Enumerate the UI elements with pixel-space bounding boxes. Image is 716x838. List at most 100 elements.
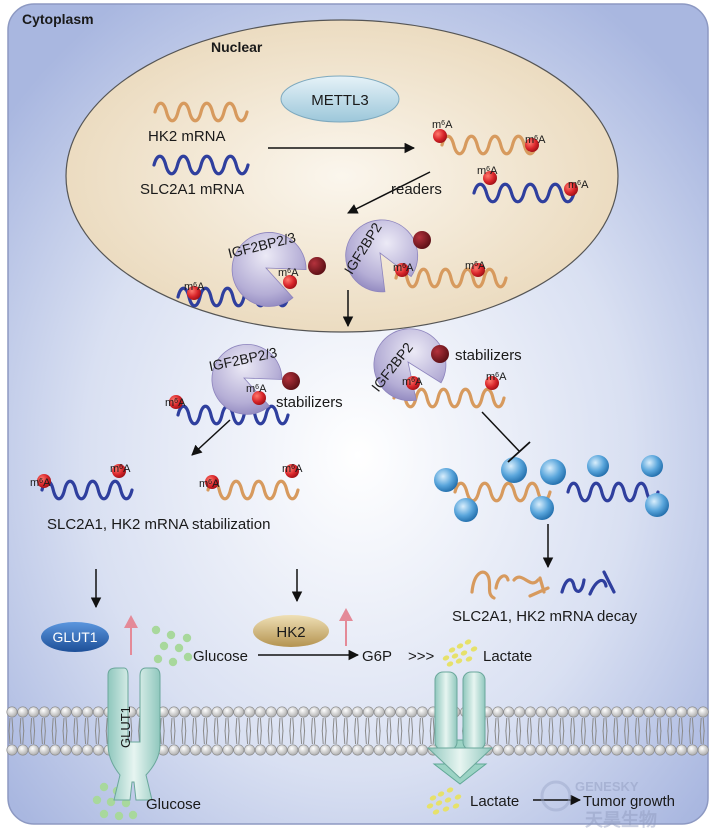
m6a-a: A bbox=[406, 262, 414, 274]
lipid-head bbox=[416, 706, 428, 718]
m6a-a: A bbox=[291, 267, 299, 279]
stabilizers-label-right: stabilizers bbox=[455, 347, 522, 364]
m6a-dot bbox=[485, 376, 499, 390]
lipid-head bbox=[492, 744, 504, 756]
m6a-sup: 6 bbox=[411, 377, 415, 384]
glucose-molecule bbox=[121, 798, 131, 808]
glucose-molecule bbox=[99, 809, 109, 819]
stabilization-label: SLC2A1, HK2 mRNA stabilization bbox=[47, 516, 270, 533]
watermark-cn: 天昊生物 bbox=[585, 809, 657, 830]
m6a-label: m6A bbox=[465, 260, 486, 272]
lipid-head bbox=[222, 744, 234, 756]
m6a-dot bbox=[283, 275, 297, 289]
decay-protein-ball bbox=[501, 457, 527, 483]
inhibition-line bbox=[481, 411, 521, 453]
lipid-head bbox=[190, 706, 202, 718]
inhibition-bar bbox=[507, 441, 531, 463]
hk2-protein bbox=[253, 615, 329, 647]
lipid-head bbox=[557, 744, 569, 756]
lipid-head bbox=[211, 744, 223, 756]
glucose-molecule bbox=[106, 797, 116, 807]
lipid-head bbox=[265, 744, 277, 756]
lipid-head bbox=[600, 706, 612, 718]
lactate-molecule bbox=[446, 787, 454, 793]
lipid-head bbox=[92, 706, 104, 718]
m6a-m: m bbox=[165, 397, 174, 409]
lipid-head bbox=[654, 744, 666, 756]
lipid-head bbox=[686, 706, 698, 718]
m6a-m: m bbox=[402, 376, 411, 388]
m6a-m: m bbox=[465, 260, 474, 272]
lipid-head bbox=[6, 706, 18, 718]
lipid-head bbox=[38, 706, 50, 718]
lipid-head bbox=[503, 744, 515, 756]
m6a-a: A bbox=[43, 477, 51, 489]
m6a-label: m6A bbox=[110, 463, 131, 475]
lipid-head bbox=[276, 744, 288, 756]
glucose-molecule bbox=[92, 795, 102, 805]
m6a-a: A bbox=[295, 463, 303, 475]
m6a-m: m bbox=[278, 267, 287, 279]
slc2a1-fragment bbox=[560, 570, 616, 596]
igf2bp23-reader-nucleus bbox=[231, 232, 307, 307]
stabilizer-dot bbox=[282, 372, 300, 390]
lipid-head bbox=[222, 706, 234, 718]
m6a-a: A bbox=[259, 383, 267, 395]
m6a-sup: 6 bbox=[208, 479, 212, 486]
lipid-head bbox=[71, 744, 83, 756]
lipid-head bbox=[416, 744, 428, 756]
lipid-head bbox=[60, 706, 72, 718]
m6a-dot bbox=[252, 391, 266, 405]
m6a-m: m bbox=[568, 179, 577, 191]
hk2-fragment bbox=[470, 570, 510, 600]
m6a-a: A bbox=[178, 397, 186, 409]
m6a-m: m bbox=[432, 119, 441, 131]
lipid-head bbox=[168, 706, 180, 718]
lactate-molecule bbox=[452, 803, 460, 809]
nucleus bbox=[65, 19, 619, 333]
m6a-m: m bbox=[393, 262, 402, 274]
m6a-label: m6A bbox=[278, 267, 299, 279]
m6a-dot bbox=[433, 129, 447, 143]
lactate-molecule bbox=[451, 653, 459, 659]
lactate-molecule bbox=[456, 643, 464, 649]
lipid-head bbox=[589, 744, 601, 756]
m6a-sup: 6 bbox=[441, 120, 445, 127]
m6a-label: m6A bbox=[525, 134, 546, 146]
lipid-head bbox=[568, 706, 580, 718]
glut1-transporter-label: GLUT1 bbox=[118, 706, 133, 748]
lactate-transporter bbox=[426, 671, 494, 779]
lipid-head bbox=[60, 744, 72, 756]
glucose-molecule bbox=[151, 625, 161, 635]
m6a-label: m6A bbox=[393, 262, 414, 274]
lipid-head bbox=[92, 744, 104, 756]
m6a-sup: 6 bbox=[119, 464, 123, 471]
lipid-head bbox=[233, 706, 245, 718]
lipid-head bbox=[384, 706, 396, 718]
lipid-head bbox=[665, 706, 677, 718]
lipid-head bbox=[287, 706, 299, 718]
m6a-a: A bbox=[445, 119, 453, 131]
lipid-head bbox=[298, 706, 310, 718]
lipid-head bbox=[622, 744, 634, 756]
glut1-up-arrow bbox=[124, 615, 138, 655]
lactate-molecule bbox=[429, 795, 437, 801]
mettl3-protein bbox=[280, 75, 400, 123]
hk2-mrna-modified-wave bbox=[440, 134, 538, 156]
lipid-head bbox=[352, 706, 364, 718]
m6a-a: A bbox=[123, 463, 131, 475]
lactate-molecule bbox=[444, 797, 452, 803]
g6p-label: G6P bbox=[362, 648, 392, 665]
lipid-head bbox=[244, 744, 256, 756]
igf2bp23-reader-cytoplasm bbox=[211, 344, 283, 415]
lactate-molecule bbox=[432, 809, 440, 815]
lipid-head bbox=[179, 744, 191, 756]
hk2-fragment bbox=[512, 575, 550, 598]
stabilizers-label-left: stabilizers bbox=[276, 394, 343, 411]
m6a-m: m bbox=[110, 463, 119, 475]
m6a-sup: 6 bbox=[39, 478, 43, 485]
decay-protein-ball bbox=[530, 496, 554, 520]
reader-body bbox=[231, 232, 307, 307]
decay-protein-ball bbox=[587, 455, 609, 477]
